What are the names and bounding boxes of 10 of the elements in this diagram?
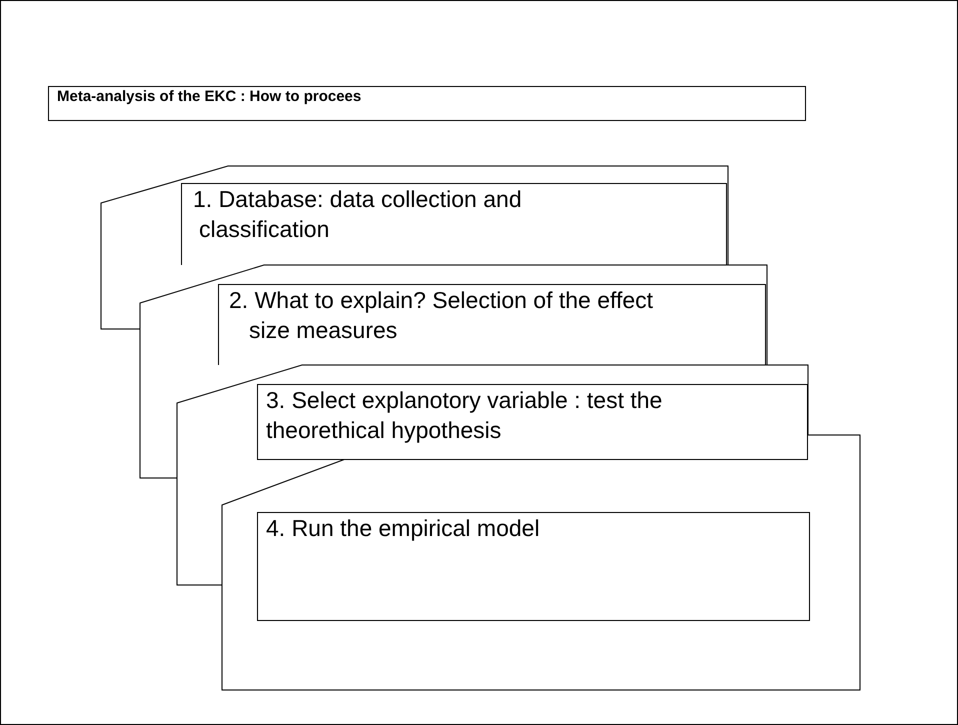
step-box: [181, 183, 727, 265]
step-box: [257, 512, 810, 621]
step-text: 2. What to explain? Selection of the effect size measures: [229, 286, 654, 345]
step-text: 3. Select explanotory variable : test the theorethical hypothesis: [266, 386, 664, 445]
step-text: 1. Database: data collection and classification: [193, 185, 523, 244]
title-box: [48, 86, 806, 121]
step-text: 4. Run the empirical model: [266, 514, 541, 543]
step-box: [257, 384, 808, 460]
title: Meta-analysis of the EKC : How to procees: [57, 87, 362, 107]
step-box: [218, 284, 766, 365]
